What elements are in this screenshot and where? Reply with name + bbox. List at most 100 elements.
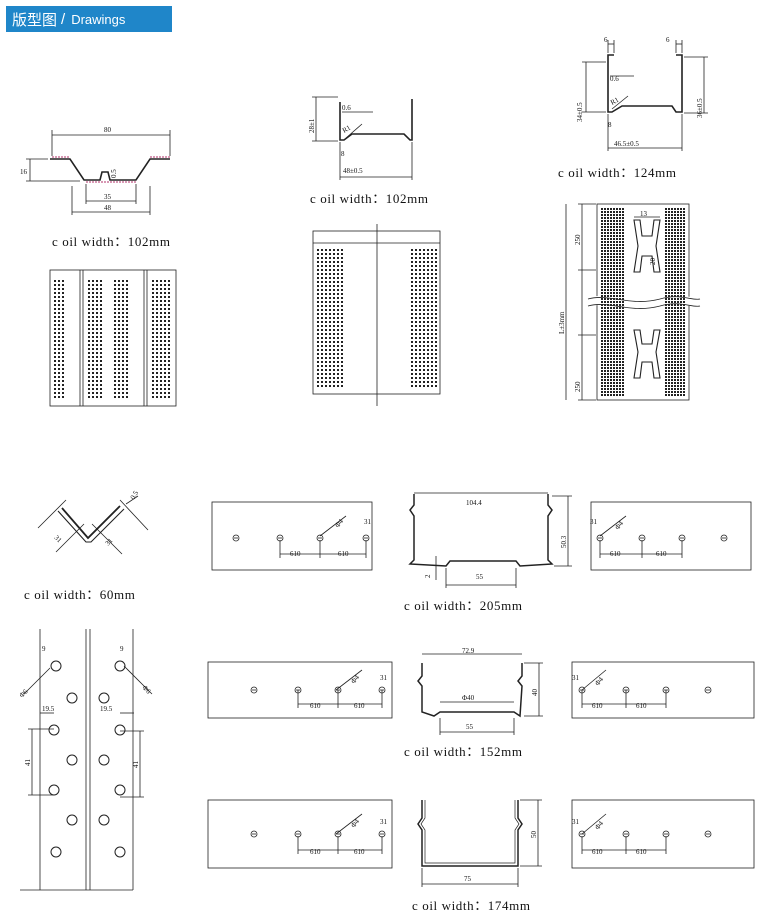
d7-foot-dim: 2 — [424, 574, 432, 578]
d2-radius-dim: R1 — [341, 123, 353, 134]
caption-profile-4: c oil width：60mm — [24, 587, 136, 602]
d8-s1-dim: 610 — [610, 550, 621, 558]
d6-edge-dim: 31 — [364, 518, 372, 526]
d9-e1-dim: 9 — [42, 645, 46, 653]
d3-foot-dim: 8 — [608, 121, 612, 129]
d7-bottom-dim: 55 — [476, 573, 484, 581]
d13-edge-dim: 31 — [380, 818, 388, 826]
d10-edge-dim: 31 — [380, 674, 388, 682]
d9-m2-dim: 19.5 — [100, 705, 113, 713]
caption-profile-7: c oil width：174mm — [412, 898, 531, 913]
d9-h1-dim: Φ6 — [18, 687, 30, 699]
hole-panel-4: 31 Φ4 610 610 — [571, 661, 755, 719]
d2-width-dim: 48±0.5 — [343, 167, 363, 175]
d6-hole-dim: Φ4 — [333, 517, 345, 529]
caption-profile-3: c oil width：124mm — [558, 165, 677, 180]
caption-profile-5: c oil width：205mm — [404, 598, 523, 613]
perforated-strip-tall: 9 9 Φ6 Φ6 19.5 19.5 41 41 — [18, 629, 153, 891]
header-separator: / — [61, 10, 66, 28]
profile-2-section: 28±1 0.6 R1 8 48±0.5 — [308, 96, 413, 180]
d15-hole-dim: Φ4 — [593, 819, 605, 831]
d15-s2-dim: 610 — [636, 848, 647, 856]
d12-hole-dim: Φ4 — [593, 675, 605, 687]
d11-slot-dim: Φ40 — [462, 694, 475, 702]
d4-len-dim: L±3mm — [558, 311, 566, 334]
d8-s2-dim: 610 — [656, 550, 667, 558]
d7-h-dim: 50.3 — [560, 535, 568, 548]
d4-bot-dim: 250 — [574, 381, 582, 392]
d11-h-dim: 40 — [531, 689, 539, 697]
caption-profile-6: c oil width：152mm — [404, 744, 523, 759]
d11-bottom-dim: 55 — [466, 723, 474, 731]
d13-s1-dim: 610 — [310, 848, 321, 856]
d4-w-dim: 13 — [640, 210, 648, 218]
d10-s2-dim: 610 — [354, 702, 365, 710]
profile-4-section: 0.5 31 31 — [37, 489, 149, 555]
d4-h-dim: 20 — [649, 258, 657, 266]
d10-hole-dim: Φ4 — [349, 673, 361, 685]
perforated-sheet-2 — [312, 224, 441, 406]
d9-p2-dim: 41 — [132, 761, 140, 769]
hole-panel-1: Φ4 31 610 610 — [211, 501, 373, 571]
d1-bottom-dim: 35 — [104, 193, 112, 201]
d6-s1-dim: 610 — [290, 550, 301, 558]
d9-h2-dim: Φ6 — [141, 684, 153, 696]
header-title-en: Drawings — [71, 11, 126, 27]
d3-width-dim: 46.5±0.5 — [614, 140, 639, 148]
d3-thick-dim: 0.6 — [610, 75, 619, 83]
perforated-strip-long: 13 20 250 L±3mm 250 — [558, 203, 702, 401]
d2-thick-dim: 0.6 — [342, 104, 351, 112]
section-header: 版型图 / Drawings — [6, 6, 172, 32]
d9-p1-dim: 41 — [24, 759, 32, 767]
perforation-field — [317, 249, 437, 387]
d3-right-dim: 36±0.5 — [696, 98, 704, 118]
header-title-cn: 版型图 — [12, 10, 58, 29]
d5-l-dim: 31 — [53, 534, 64, 545]
d11-top-dim: 72.9 — [462, 647, 475, 655]
d15-s1-dim: 610 — [592, 848, 603, 856]
d12-s1-dim: 610 — [592, 702, 603, 710]
d9-e2-dim: 9 — [120, 645, 124, 653]
d3-topl-dim: 6 — [604, 36, 608, 44]
d2-height-dim: 28±1 — [308, 118, 316, 133]
profile-7-section: 50 75 — [417, 799, 542, 887]
d1-overall-dim: 48 — [104, 204, 112, 212]
d1-left-dim: 16 — [20, 168, 28, 176]
d13-hole-dim: Φ4 — [349, 817, 361, 829]
d12-edge-dim: 31 — [572, 674, 580, 682]
d5-r-dim: 31 — [104, 536, 115, 547]
d13-s2-dim: 610 — [354, 848, 365, 856]
d8-hole-dim: Φ4 — [613, 519, 625, 531]
hole-panel-2: 31 Φ4 610 610 — [590, 501, 752, 571]
d6-s2-dim: 610 — [338, 550, 349, 558]
d4-top-dim: 250 — [574, 234, 582, 245]
profile-6-section: 72.9 40 Φ40 55 — [417, 647, 543, 735]
d3-topr-dim: 6 — [666, 36, 670, 44]
d1-thick-dim: 0.5 — [110, 169, 118, 178]
d5-thick-dim: 0.5 — [129, 489, 141, 501]
perforated-sheet-1 — [49, 269, 177, 407]
d2-foot-dim: 8 — [341, 150, 345, 158]
d9-m1-dim: 19.5 — [42, 705, 55, 713]
d12-s2-dim: 610 — [636, 702, 647, 710]
d3-left-dim: 34±0.5 — [576, 102, 584, 122]
profile-3-section: 6 6 0.6 R1 8 34±0.5 36±0.5 46.5±0.5 — [576, 36, 708, 151]
d15-edge-dim: 31 — [572, 818, 580, 826]
d10-s1-dim: 610 — [310, 702, 321, 710]
hole-panel-3: Φ4 31 610 610 — [207, 661, 393, 719]
d1-top-dim: 80 — [104, 126, 112, 134]
d7-top-dim: 104.4 — [466, 499, 482, 507]
d14-bottom-dim: 75 — [464, 875, 472, 883]
perforation-field — [601, 208, 685, 396]
caption-profile-2: c oil width：102mm — [310, 191, 429, 206]
hole-panel-5: Φ4 31 610 610 — [207, 799, 393, 869]
profile-1-section: 80 16 0.5 35 48 — [20, 126, 171, 215]
perforation-field — [54, 280, 170, 398]
d14-h-dim: 50 — [530, 831, 538, 839]
d3-radius-dim: R1 — [609, 96, 620, 107]
d8-edge-dim: 31 — [590, 518, 598, 526]
caption-profile-1: c oil width：102mm — [52, 234, 171, 249]
hole-panel-6: 31 Φ4 610 610 — [571, 799, 755, 869]
profile-5-section: 104.4 50.3 2 55 — [408, 492, 572, 588]
